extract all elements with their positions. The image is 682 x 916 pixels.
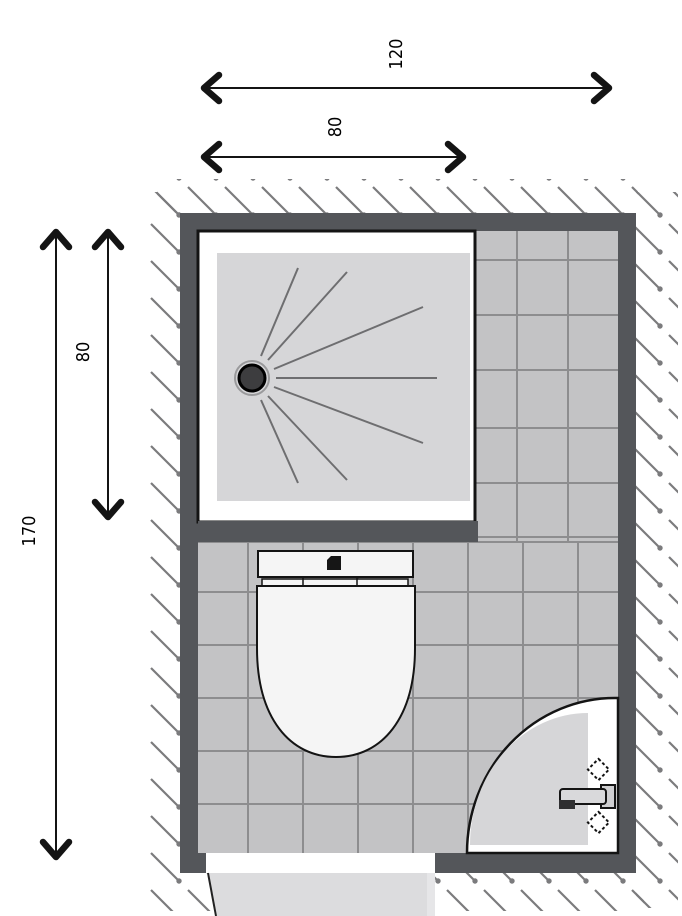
- toilet: [256, 550, 416, 759]
- spray-lines: [260, 267, 437, 484]
- drain-icon: [237, 363, 267, 393]
- walls: [180, 213, 636, 873]
- hatch-band-left: [146, 192, 180, 873]
- tap-handle-icon: [586, 757, 611, 782]
- dimension-label-room-width: 120: [386, 38, 407, 70]
- toilet-cistern: [257, 550, 414, 578]
- dimension-arrows: [39, 71, 613, 861]
- arrowhead-bottom: [39, 838, 73, 861]
- dimension-label-shower-height: 80: [73, 341, 94, 363]
- basin-bowl: [470, 713, 588, 845]
- wall-bottom-right: [435, 853, 636, 873]
- wall-left: [180, 213, 198, 873]
- drain-ring: [234, 360, 270, 396]
- faucet-icon: [559, 784, 616, 809]
- arrowhead-top: [39, 228, 73, 251]
- wall-top: [180, 213, 636, 231]
- arrowhead-right: [590, 71, 613, 105]
- door: [206, 853, 435, 916]
- arrowhead-left: [200, 140, 223, 174]
- dimension-label-room-height: 170: [19, 515, 40, 547]
- shower-curb: [198, 521, 478, 542]
- dimension-room-height: [39, 228, 73, 861]
- arrowhead-top: [91, 228, 125, 251]
- shower: [196, 229, 477, 524]
- hatch-band-top: [157, 179, 638, 213]
- flush-button-icon: [327, 556, 341, 570]
- dimension-shower-width: [200, 140, 467, 174]
- dimension-shower-height: [91, 228, 125, 521]
- tap-handle-icon: [586, 810, 611, 835]
- toilet-bowl: [256, 585, 416, 759]
- dimension-room-width: [200, 71, 613, 105]
- corner-washbasin: [465, 696, 620, 855]
- door-opening: [206, 853, 435, 873]
- door-leaf-edge: [427, 873, 435, 916]
- arrowhead-bottom: [91, 498, 125, 521]
- door-leaf: [208, 873, 435, 916]
- dimension-label-shower-width: 80: [325, 116, 346, 138]
- wall-bottom-left-stub: [180, 853, 206, 873]
- faucet-nub: [559, 800, 575, 809]
- door-leaf-outline: [207, 872, 217, 916]
- wall-right: [618, 213, 636, 873]
- arrowhead-right: [444, 140, 467, 174]
- hatch-band-right: [636, 192, 678, 908]
- arrowhead-left: [200, 71, 223, 105]
